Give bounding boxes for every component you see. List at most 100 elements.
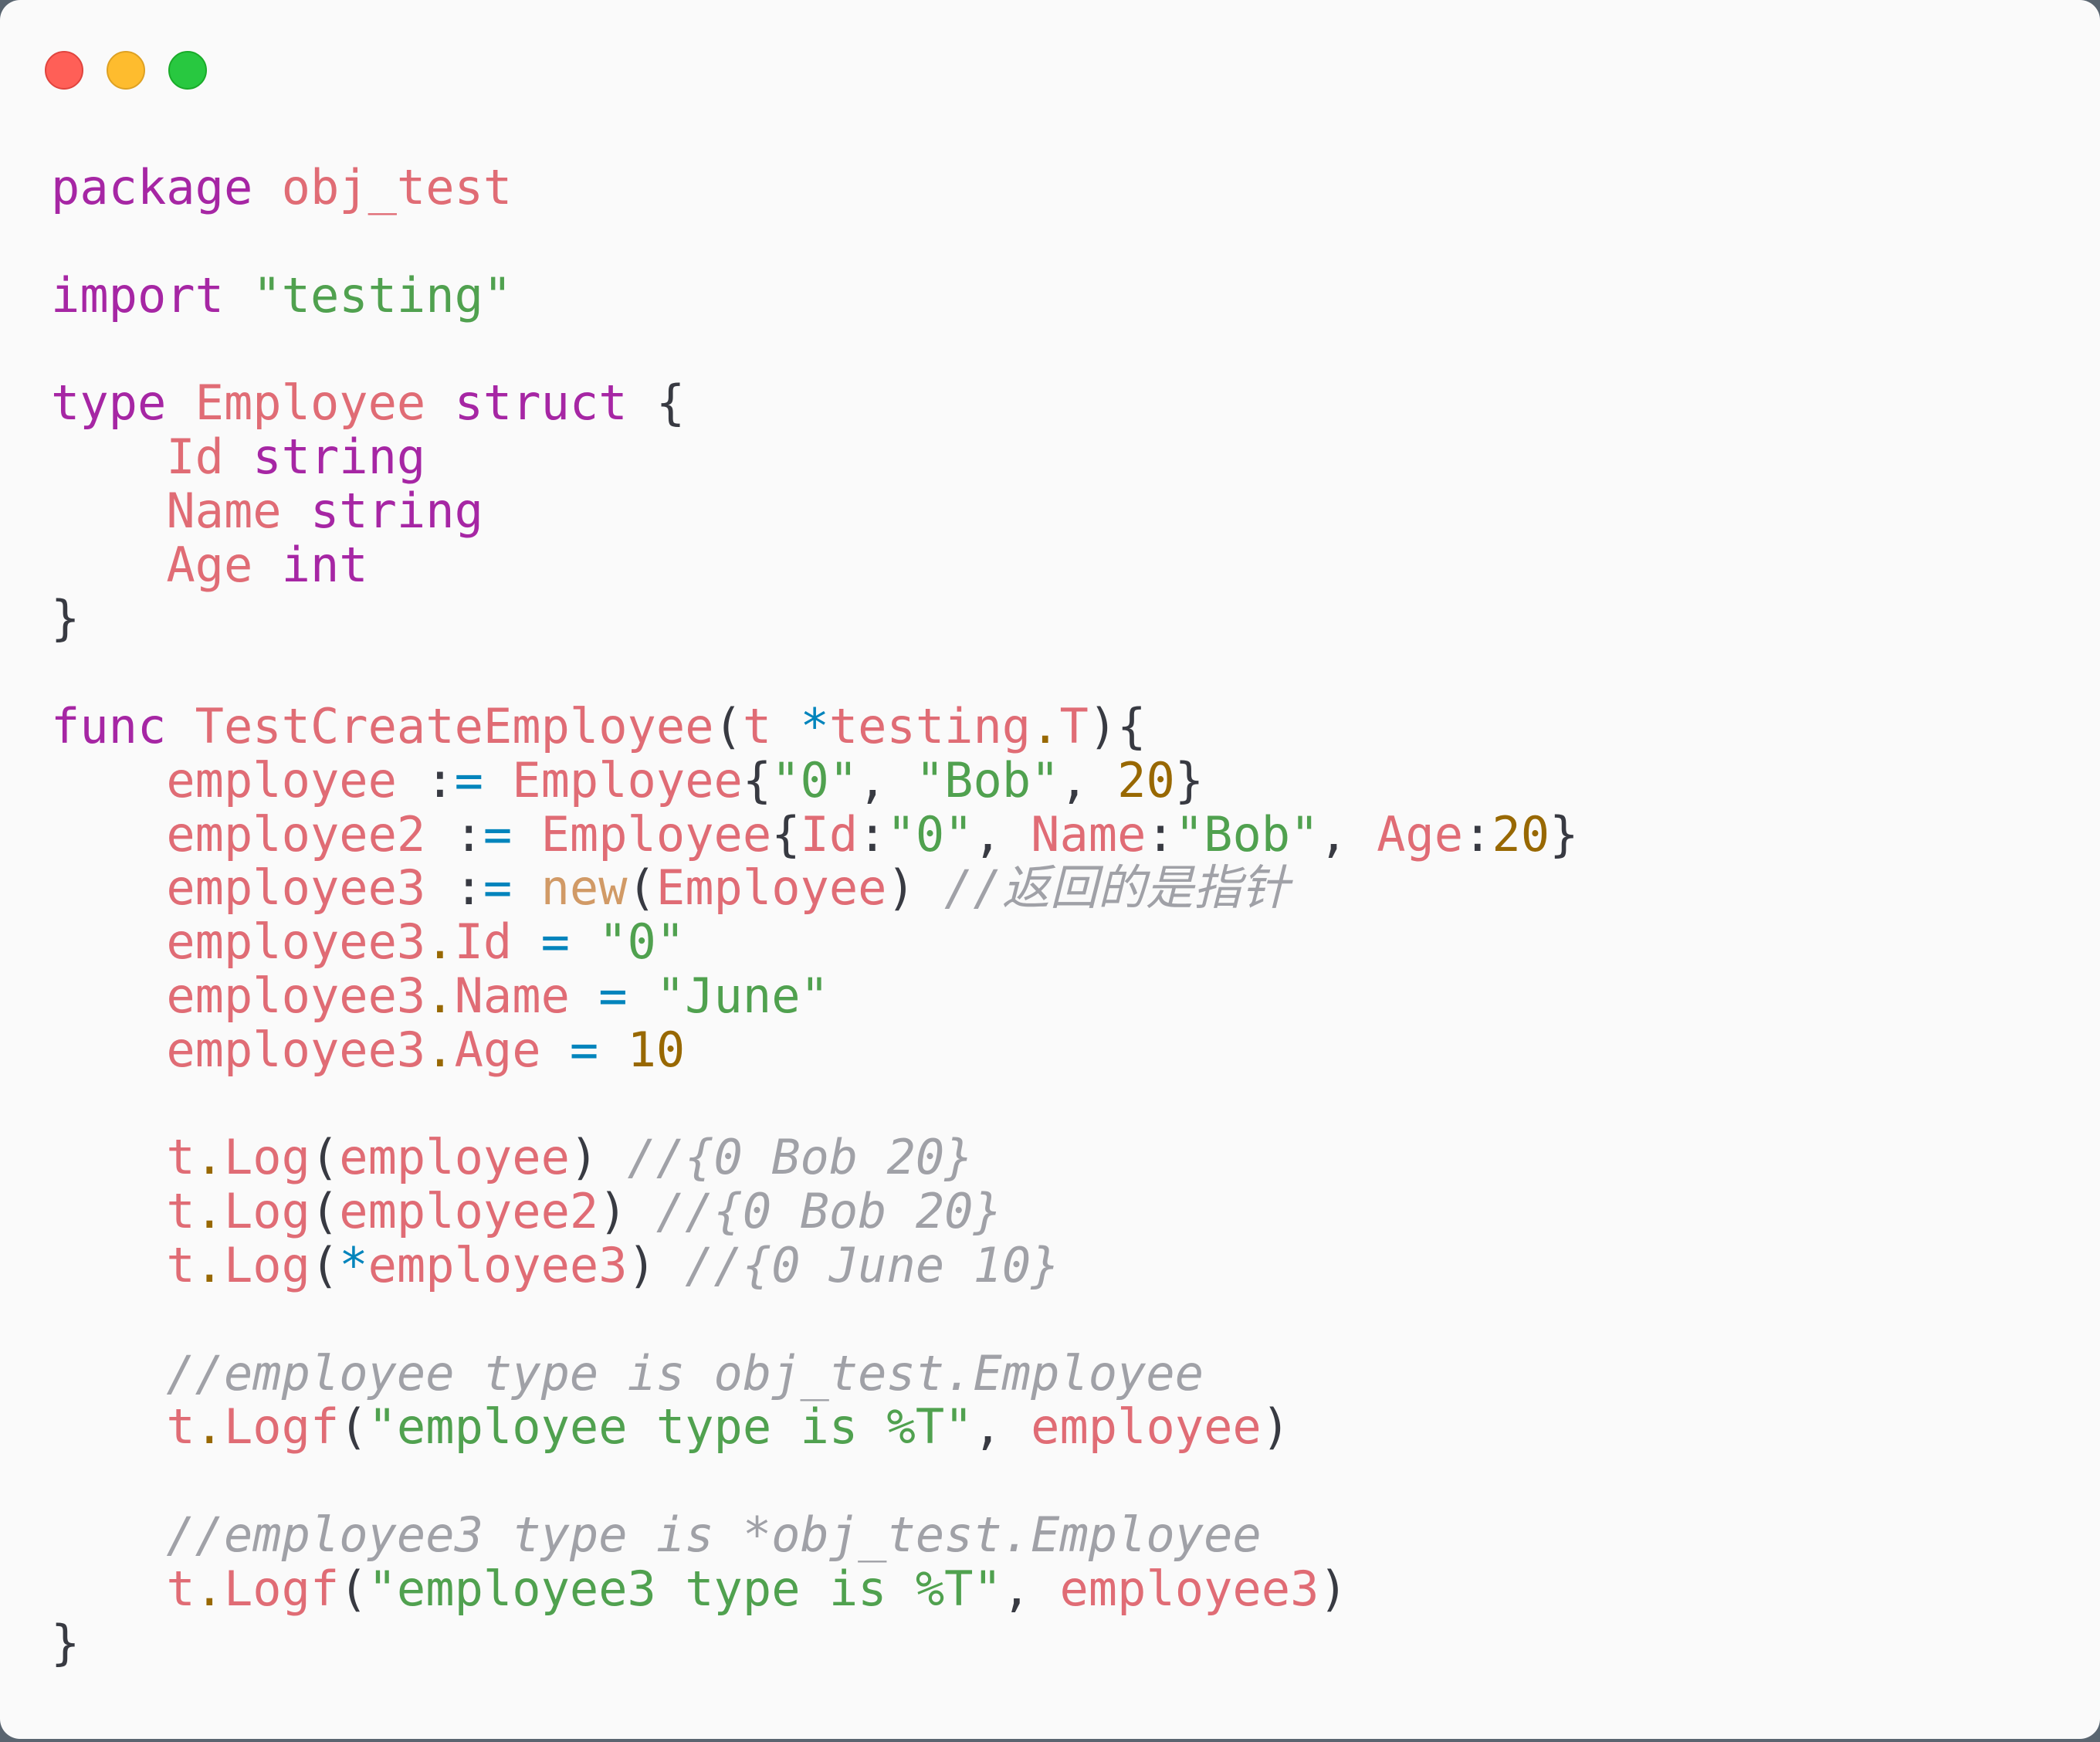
code-line: t.Log(employee) //{0 Bob 20} [51,1130,1578,1184]
code-token: int [281,536,368,593]
code-token: //返回的是指针 [944,859,1289,917]
code-token: employee2 [166,805,426,863]
code-token: { [742,751,772,808]
code-token: Log [223,1183,310,1240]
code-line [51,1293,1578,1347]
code-token: employee [339,1129,570,1186]
code-token: * [800,697,829,754]
code-line: Name string [51,482,1578,539]
code-token: : [396,751,455,808]
code-token: string [252,428,426,485]
code-token: new [540,859,628,917]
code-token: Employee [512,751,743,808]
code-token: } [51,1614,80,1671]
code-token: Logf [223,1398,340,1456]
code-token [224,429,252,485]
code-token: . [425,1021,455,1078]
code-token [51,859,166,916]
code-token: ) [627,1236,686,1293]
code-token: , [973,1398,1031,1456]
code-token: "testing" [252,266,513,324]
code-token: 20 [1492,805,1550,863]
code-line: employee := Employee{"0", "Bob", 20} [51,751,1578,808]
code-token: Log [223,1236,310,1293]
code-token: //{0 Bob 20} [655,1183,1002,1240]
code-token: { [771,805,801,863]
code-token: //{0 Bob 20} [627,1129,974,1186]
code-token: . [195,1560,224,1617]
code-token [166,374,195,431]
code-line: } [51,1614,1578,1671]
code-token: , [973,805,1031,863]
code-token [51,1398,166,1455]
code-token: ( [310,1183,340,1240]
code-token [51,1237,166,1293]
code-token: ) [1319,1560,1348,1617]
code-token [166,698,195,754]
code-token: } [1550,805,1579,863]
code-line: t.Log(employee2) //{0 Bob 20} [51,1184,1578,1239]
code-token: Log [223,1129,310,1186]
code-token [51,1129,166,1185]
code-line: func TestCreateEmployee(t *testing.T){ [51,700,1578,754]
code-token: t [166,1183,195,1240]
minimize-button[interactable] [107,51,145,90]
code-token: . [195,1129,224,1186]
code-token: //employee3 type is *obj_test.Employee [166,1506,1262,1563]
code-token: //{0 June 10} [685,1236,1060,1293]
code-token [51,1345,166,1401]
code-token [51,1561,166,1617]
code-token: Id [800,805,859,863]
code-token: struct [454,374,628,432]
code-line: import "testing" [51,266,1578,324]
code-token [51,1183,166,1239]
code-token: ( [310,1236,340,1293]
code-token: . [425,967,455,1024]
code-line: package obj_test [51,161,1578,215]
code-line: t.Log(*employee3) //{0 June 10} [51,1239,1578,1293]
code-token [512,806,540,863]
code-line [51,1454,1578,1508]
code-line [51,1077,1578,1131]
code-token: "0" [598,913,686,971]
code-token: ( [339,1398,368,1456]
code-token: : [1146,805,1175,863]
code-token: { [627,374,686,432]
code-token: func [51,697,167,754]
code-token [541,1022,570,1078]
code-token: ) [569,1129,628,1186]
zoom-button[interactable] [168,51,207,90]
code-token: = [454,751,483,808]
code-token [282,483,310,539]
code-token: : [858,805,887,863]
code-token: : [425,859,483,917]
code-token: t [742,697,772,754]
code-token: = [483,805,513,863]
code-token: Id [166,428,224,485]
code-token: Employee [540,805,772,863]
code-token: ( [339,1560,368,1617]
code-token: Name [166,482,282,539]
code-token: "Bob" [1174,805,1319,863]
code-token: employee3 [166,859,426,917]
code-token: employee [1031,1398,1262,1456]
code-line: employee3.Age = 10 [51,1021,1578,1078]
code-token: obj_test [281,159,513,215]
code-token: t [166,1398,195,1456]
code-token: Employee [655,859,887,917]
code-line: employee3.Name = "June" [51,969,1578,1023]
code-token: string [310,482,483,539]
code-token: ( [627,859,656,917]
code-token: ){ [1088,697,1147,754]
code-token: TestCreateEmployee [195,697,714,754]
code-token: "employee3 type is %T" [368,1560,1002,1617]
code-token: "0" [886,805,974,863]
code-line: type Employee struct { [51,376,1578,430]
code-line: //employee3 type is *obj_test.Employee [51,1508,1578,1562]
code-token: t [166,1560,195,1617]
close-button[interactable] [45,51,83,90]
code-token: employee3 [368,1236,628,1293]
code-token: . [195,1236,224,1293]
code-line: //employee type is obj_test.Employee [51,1345,1578,1401]
